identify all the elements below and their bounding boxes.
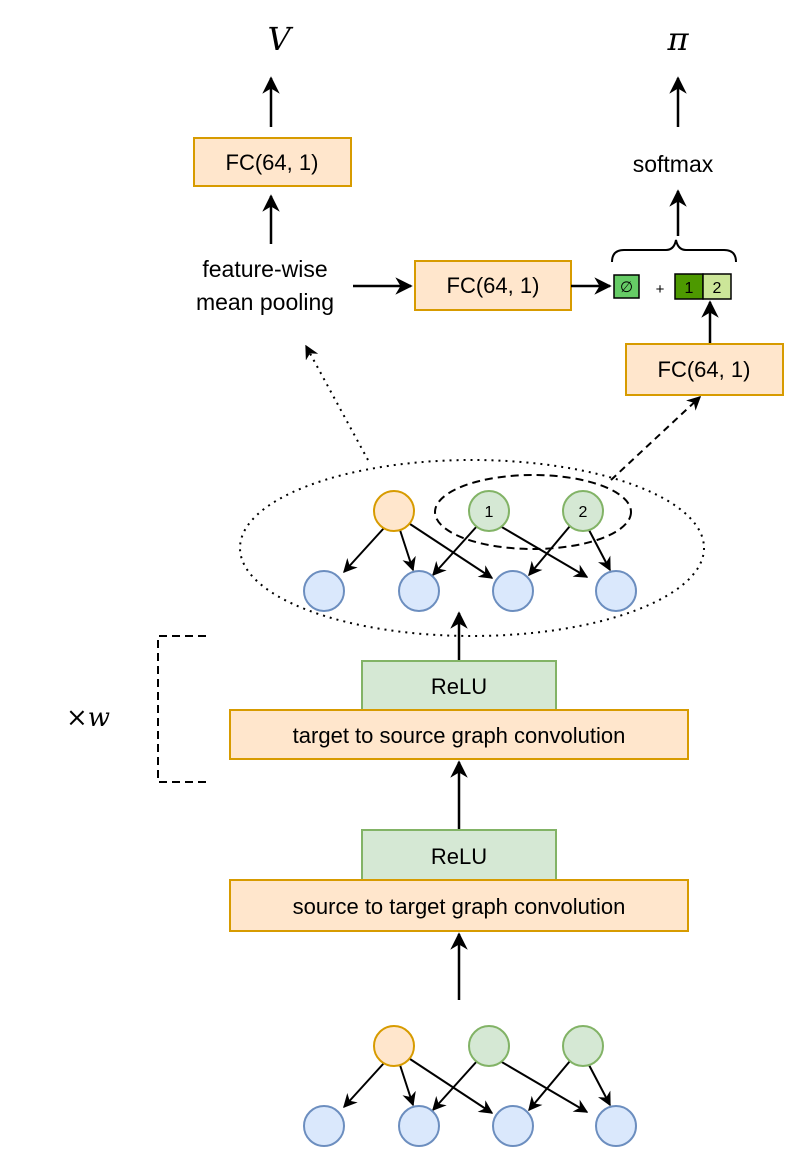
upper-source-node-1: 1 — [468, 490, 510, 532]
policy-fc-mid-label: FC(64, 1) — [447, 273, 540, 298]
dotted-arrow-graph-to-pooling — [305, 344, 369, 461]
input-source-node-green-1 — [468, 1025, 510, 1067]
softmax-label: softmax — [633, 151, 714, 177]
upper-source-node-2: 2 — [562, 490, 604, 532]
relu-upper-block: ReLU — [361, 660, 557, 711]
repeat-bracket — [157, 635, 206, 783]
upper-source-node-orange — [373, 490, 415, 532]
conv-upper-block: target to source graph convolution — [229, 709, 689, 760]
pooling-label-line2: mean pooling — [196, 289, 334, 315]
input-source-node-green-2 — [562, 1025, 604, 1067]
plus-symbol: + — [656, 281, 665, 298]
action-2-label: 2 — [713, 280, 722, 297]
upper-node-2-label: 2 — [579, 504, 588, 521]
upper-graph-edges — [343, 523, 611, 579]
value-fc-block: FC(64, 1) — [193, 137, 352, 187]
upper-target-nodes — [303, 570, 637, 612]
null-action-logit: ∅ — [613, 274, 640, 299]
relu-lower-block: ReLU — [361, 829, 557, 881]
repeat-label: ×w — [66, 703, 110, 733]
relu-lower-label: ReLU — [431, 844, 487, 869]
input-graph-edges — [343, 1058, 611, 1114]
value-fc-label: FC(64, 1) — [226, 150, 319, 175]
conv-upper-label: target to source graph convolution — [293, 723, 626, 748]
policy-fc-low-label: FC(64, 1) — [658, 357, 751, 382]
relu-upper-label: ReLU — [431, 674, 487, 699]
action-nodes-dashed-ellipse — [434, 474, 632, 550]
value-output-label: V — [267, 20, 293, 58]
null-symbol: ∅ — [620, 279, 633, 296]
pooling-label-line1: feature-wise — [202, 256, 327, 282]
input-source-node-orange — [373, 1025, 415, 1067]
conv-lower-block: source to target graph convolution — [229, 879, 689, 932]
conv-lower-label: source to target graph convolution — [293, 894, 626, 919]
curly-brace — [611, 239, 737, 263]
action-1-logit: 1 — [674, 273, 704, 300]
policy-fc-low-block: FC(64, 1) — [625, 343, 784, 396]
dashed-arrow-actions-to-fc — [610, 396, 702, 481]
input-target-nodes — [303, 1105, 637, 1147]
action-1-label: 1 — [685, 280, 694, 297]
whole-graph-dotted-ellipse — [239, 459, 705, 637]
upper-node-1-label: 1 — [485, 504, 494, 521]
policy-output-label: π — [666, 20, 689, 58]
policy-fc-mid-block: FC(64, 1) — [414, 260, 572, 311]
action-2-logit: 2 — [702, 273, 732, 300]
